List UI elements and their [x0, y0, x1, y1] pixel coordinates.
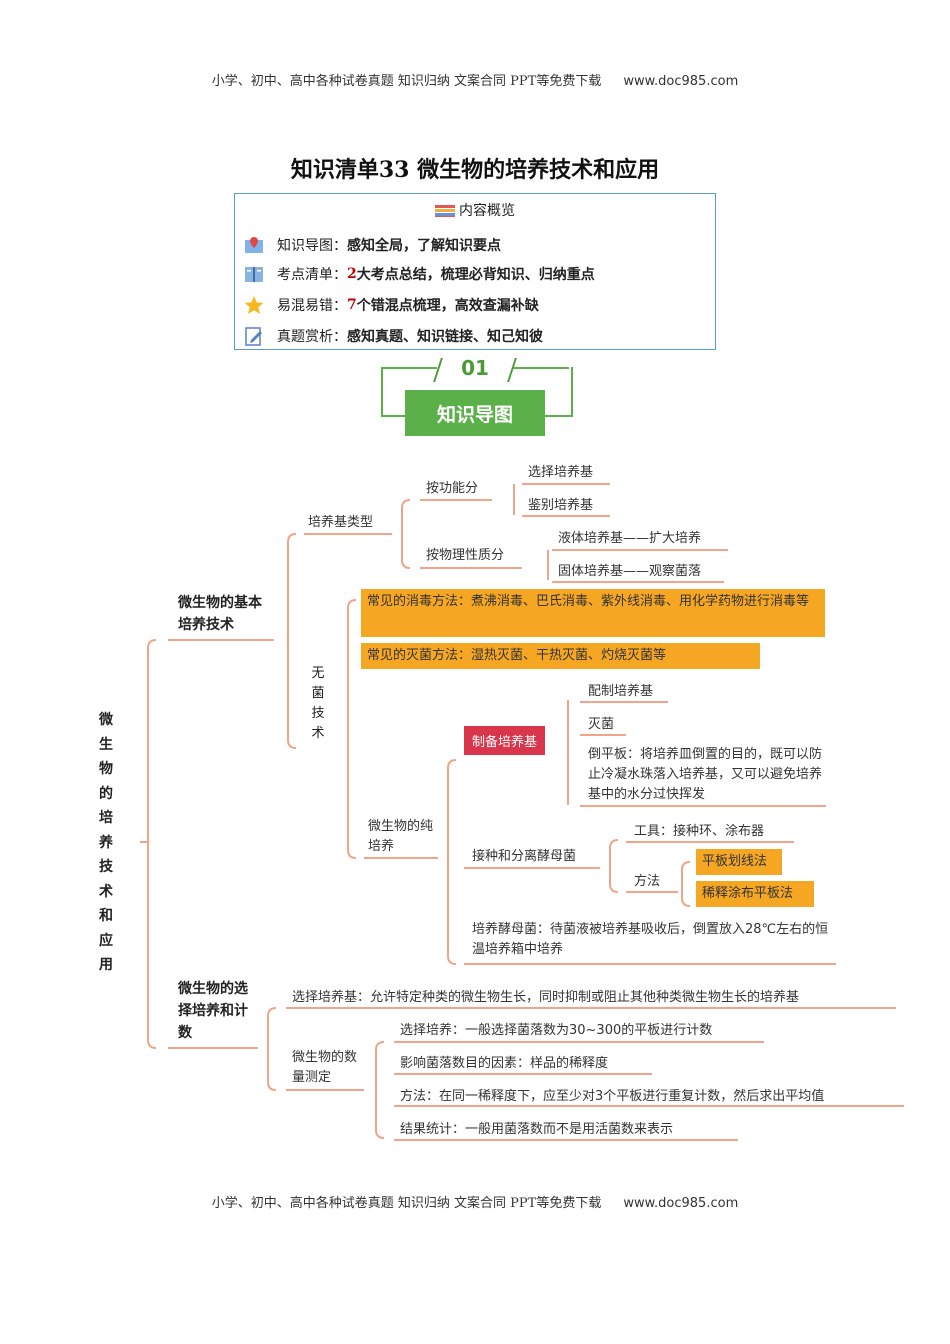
node-count: 微生物的数量测定	[292, 1050, 358, 1085]
node-differential-medium: 鉴别培养基	[528, 498, 594, 513]
node-by-physical: 按物理性质分	[426, 548, 505, 563]
node-select-culture: 选择培养：一般选择菌落数为30~300的平板进行计数	[400, 1023, 713, 1038]
node-by-function: 按功能分	[426, 481, 479, 496]
edit-icon	[243, 326, 265, 346]
node-make-medium: 配制培养基	[588, 684, 654, 699]
node-result: 结果统计：一般用菌落数而不是用活菌数来表示	[400, 1122, 674, 1137]
node-medium-type: 培养基类型	[308, 515, 374, 530]
node-factor: 影响菌落数目的因素：样品的稀释度	[400, 1056, 609, 1071]
list-icon	[435, 205, 455, 217]
book-icon	[243, 264, 265, 284]
section-frame-line-right	[513, 367, 569, 369]
node-disinfect: 常见的消毒方法：煮沸消毒、巴氏消毒、紫外线消毒、用化学药物进行消毒等	[361, 589, 825, 637]
map-pin-icon	[243, 235, 265, 255]
node-prepare-medium: 制备培养基	[464, 726, 546, 755]
overview-heading: 内容概览	[235, 200, 715, 220]
mindmap-root: 微生物的培养技术和应用	[99, 712, 113, 973]
star-icon	[243, 295, 265, 315]
branch-basic-culture: 微生物的基本培养技术	[178, 595, 262, 633]
node-culture-yeast: 培养酵母菌：待菌液被培养基吸收后，倒置放入28℃左右的恒温培养箱中培养	[472, 922, 829, 957]
node-streak: 平板划线法	[696, 849, 782, 875]
node-spread: 稀释涂布平板法	[696, 881, 814, 907]
node-selective-medium: 选择培养基	[528, 465, 594, 480]
node-liquid-medium: 液体培养基——扩大培养	[558, 531, 702, 546]
page-title: 知识清单33 微生物的培养技术和应用	[290, 157, 660, 183]
overview-item-map: 知识导图：感知全局，了解知识要点	[243, 233, 501, 257]
node-sterilization: 灭菌	[588, 717, 615, 732]
node-method: 方法	[634, 874, 661, 889]
node-aseptic: 无菌技术	[311, 666, 325, 741]
branch-selective-culture: 微生物的选择培养和计数	[178, 981, 248, 1041]
node-pure-culture: 微生物的纯培养	[368, 819, 434, 854]
section-label: 知识导图	[405, 390, 545, 436]
node-pour-plate: 倒平板：将培养皿倒置的目的，既可以防止冷凝水珠落入培养基，又可以避免培养基中的水…	[588, 747, 823, 802]
section-frame-line-left	[381, 367, 437, 369]
node-sterilize: 常见的灭菌方法：湿热灭菌、干热灭菌、灼烧灭菌等	[361, 643, 760, 669]
node-method2: 方法：在同一稀释度下，应至少对3个平板进行重复计数，然后求出平均值	[400, 1089, 825, 1104]
node-inoculate: 接种和分离酵母菌	[472, 849, 577, 864]
node-selective-def: 选择培养基：允许特定种类的微生物生长，同时抑制或阻止其他种类微生物生长的培养基	[292, 990, 800, 1005]
node-solid-medium: 固体培养基——观察菌落	[558, 564, 702, 579]
node-tools: 工具：接种环、涂布器	[634, 824, 765, 839]
overview-item-exam: 真题赏析：感知真题、知识链接、知己知彼	[243, 324, 543, 348]
section-number: 01	[461, 356, 489, 380]
